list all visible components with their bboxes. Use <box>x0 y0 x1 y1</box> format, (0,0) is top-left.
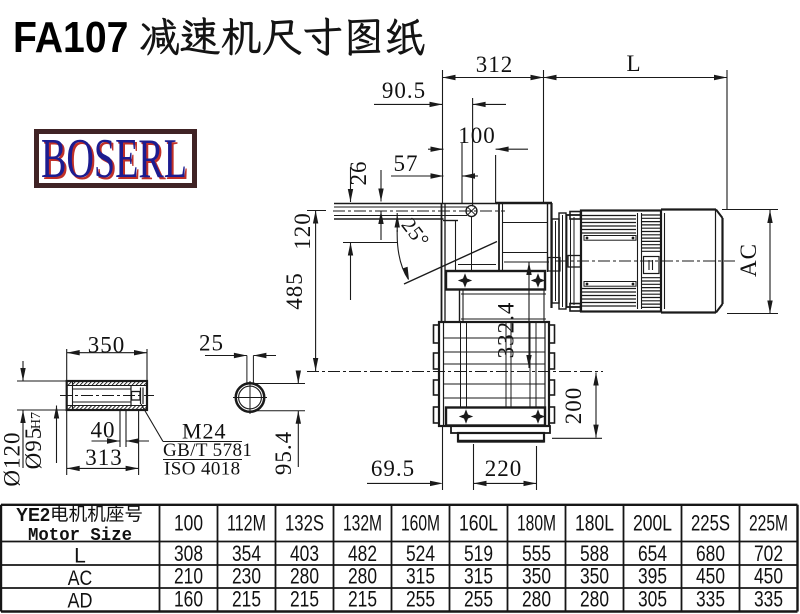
svg-text:225S: 225S <box>691 511 730 536</box>
svg-text:160: 160 <box>174 587 203 612</box>
svg-text:588: 588 <box>580 541 609 566</box>
svg-text:280: 280 <box>348 564 377 589</box>
svg-text:225M: 225M <box>749 511 788 536</box>
svg-text:702: 702 <box>754 541 783 566</box>
svg-text:305: 305 <box>638 587 667 612</box>
svg-text:M24: M24 <box>182 419 227 444</box>
svg-text:25: 25 <box>199 331 224 356</box>
svg-text:57: 57 <box>394 151 419 176</box>
svg-text:215: 215 <box>348 587 377 612</box>
svg-text:350: 350 <box>580 564 609 589</box>
svg-text:160L: 160L <box>459 511 498 536</box>
svg-text:313: 313 <box>85 445 123 470</box>
svg-text:L: L <box>626 51 641 76</box>
svg-text:120: 120 <box>290 212 315 250</box>
svg-text:180M: 180M <box>517 511 556 536</box>
svg-text:210: 210 <box>174 564 203 589</box>
svg-text:654: 654 <box>638 541 667 566</box>
svg-text:200L: 200L <box>633 511 672 536</box>
svg-text:100: 100 <box>458 123 496 148</box>
svg-text:335: 335 <box>696 587 725 612</box>
svg-text:220: 220 <box>485 456 523 481</box>
svg-text:215: 215 <box>290 587 319 612</box>
svg-text:450: 450 <box>696 564 725 589</box>
svg-text:335: 335 <box>754 587 783 612</box>
svg-text:312: 312 <box>476 52 514 77</box>
svg-text:40: 40 <box>91 418 116 443</box>
svg-text:280: 280 <box>522 587 551 612</box>
svg-text:Ø120: Ø120 <box>0 431 25 486</box>
svg-text:160M: 160M <box>401 511 440 536</box>
svg-text:350: 350 <box>522 564 551 589</box>
svg-text:200: 200 <box>561 387 586 425</box>
svg-text:255: 255 <box>406 587 435 612</box>
svg-text:485: 485 <box>282 272 307 310</box>
svg-text:90.5: 90.5 <box>382 78 426 103</box>
svg-text:95.4: 95.4 <box>271 431 296 475</box>
svg-text:482: 482 <box>348 541 377 566</box>
svg-text:YE2: YE2 <box>16 505 50 525</box>
svg-text:354: 354 <box>232 541 261 566</box>
svg-text:450: 450 <box>754 564 783 589</box>
svg-text:680: 680 <box>696 541 725 566</box>
svg-text:100: 100 <box>174 511 203 536</box>
svg-text:69.5: 69.5 <box>371 456 415 481</box>
svg-text:Motor Size: Motor Size <box>28 526 132 546</box>
svg-text:230: 230 <box>232 564 261 589</box>
svg-text:255: 255 <box>464 587 493 612</box>
svg-text:H7: H7 <box>29 412 44 429</box>
svg-text:403: 403 <box>290 541 319 566</box>
svg-text:215: 215 <box>232 587 261 612</box>
svg-text:GB/T 5781: GB/T 5781 <box>163 440 252 461</box>
svg-text:AC: AC <box>68 567 93 590</box>
svg-text:519: 519 <box>464 541 493 566</box>
svg-text:AC: AC <box>736 243 761 277</box>
svg-text:524: 524 <box>406 541 435 566</box>
svg-text:132S: 132S <box>285 511 324 536</box>
svg-text:395: 395 <box>638 564 667 589</box>
svg-text:308: 308 <box>174 541 203 566</box>
svg-text:280: 280 <box>290 564 319 589</box>
svg-text:280: 280 <box>580 587 609 612</box>
svg-text:L: L <box>74 545 86 568</box>
svg-text:112M: 112M <box>227 511 266 536</box>
svg-text:180L: 180L <box>575 511 614 536</box>
svg-text:132M: 132M <box>343 511 382 536</box>
svg-text:315: 315 <box>464 564 493 589</box>
svg-text:315: 315 <box>406 564 435 589</box>
svg-text:ISO 4018: ISO 4018 <box>164 459 241 480</box>
svg-text:26: 26 <box>346 161 371 186</box>
svg-text:350: 350 <box>88 332 126 357</box>
svg-text:AD: AD <box>68 590 93 613</box>
svg-text:Ø95: Ø95 <box>21 427 46 470</box>
svg-text:555: 555 <box>522 541 551 566</box>
